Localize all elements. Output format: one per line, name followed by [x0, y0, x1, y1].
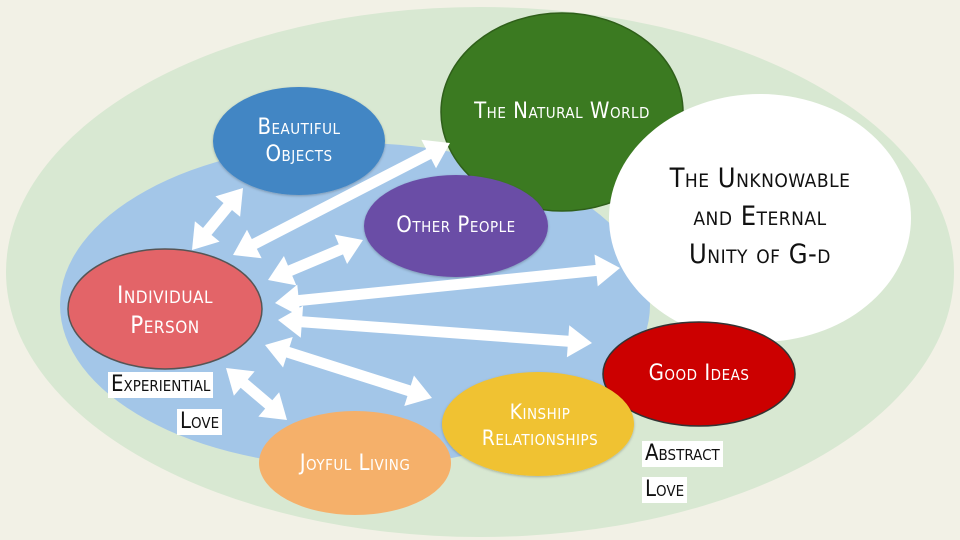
experiential-love-label: Love: [177, 409, 223, 435]
natural-world-label: The Natural World: [474, 99, 650, 125]
individual-person-node: [67, 248, 263, 370]
individual-person-label: Individual Person: [116, 281, 213, 339]
good-ideas-label: Good Ideas: [648, 361, 750, 387]
beautiful-objects-label: Beautiful Objects: [257, 114, 341, 168]
arrow-person-beautiful-objects-head-start: [192, 221, 220, 250]
arrow-person-kinship-shaft: [284, 346, 413, 397]
experiential-label: Experiential: [108, 372, 214, 398]
kinship-node: [442, 372, 634, 476]
unknowable-label: The Unknowable and Eternal Unity of G-d: [669, 163, 851, 270]
joyful-living-node: [259, 411, 451, 515]
beautiful-objects-node: [213, 87, 385, 195]
arrow-person-unknowable-shaft: [296, 264, 599, 307]
arrow-person-good-ideas-head-end: [566, 325, 592, 358]
arrows-group: [192, 139, 620, 420]
arrow-person-beautiful-objects-shaft: [201, 201, 234, 237]
arrow-person-natural-world-shaft: [250, 148, 433, 250]
arrow-person-good-ideas-head-start: [278, 305, 304, 338]
arrow-person-unknowable-head-start: [275, 284, 301, 317]
other-people-label: Other People: [396, 213, 516, 239]
kinship-label: Kinship Relationships: [481, 399, 599, 450]
abstract-label: Abstract: [642, 441, 723, 467]
other-people-node: [364, 175, 548, 277]
arrow-person-joyful-living-head-end: [258, 392, 287, 420]
unknowable-node: [609, 94, 911, 342]
arrow-person-kinship-head-start: [265, 337, 293, 368]
arrow-person-other-people-head-end: [334, 234, 363, 265]
arrow-person-joyful-living-shaft: [239, 378, 274, 410]
joyful-living-label: Joyful Living: [299, 451, 411, 477]
arrow-person-good-ideas-shaft: [299, 316, 571, 347]
arrow-person-unknowable-head-end: [594, 254, 620, 287]
abstract-love-label: Love: [642, 477, 688, 503]
arrow-person-natural-world-head-end: [421, 139, 450, 169]
arrow-person-joyful-living-head-start: [226, 368, 255, 396]
arrow-person-kinship-head-end: [404, 375, 432, 406]
arrow-person-other-people-shaft: [286, 243, 345, 277]
arrow-person-natural-world-head-start: [233, 229, 262, 259]
good-ideas-node: [602, 321, 796, 427]
arrow-person-beautiful-objects-head-end: [215, 188, 243, 217]
arrow-person-other-people-head-start: [268, 255, 297, 286]
